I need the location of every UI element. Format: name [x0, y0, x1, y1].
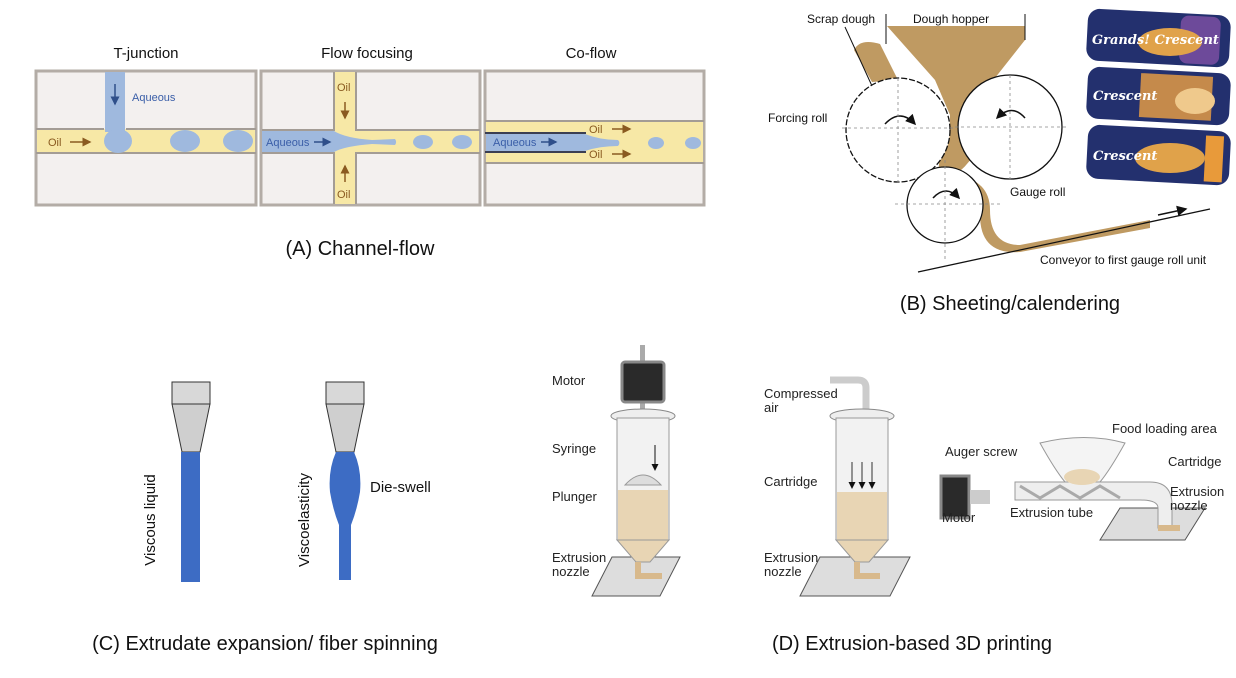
- co-flow-title: Co-flow: [566, 45, 617, 62]
- t-junction-diagram: Aqueous Oil: [34, 69, 258, 207]
- viscous-liquid-label: Viscous liquid: [142, 474, 159, 565]
- viscoelastic-nozzle: [325, 381, 365, 580]
- viscoelasticity-label: Viscoelasticity: [296, 473, 313, 567]
- panel-b-caption: (B) Sheeting/calendering: [900, 293, 1120, 315]
- aqueous-label: Aqueous: [132, 92, 176, 104]
- product-photo-crescent: Crescent: [1086, 124, 1231, 186]
- viscous-extrudate: [181, 452, 200, 582]
- panel-d-3d-printing: Motor Syringe Plunger Extrusion nozzle C…: [552, 345, 1224, 655]
- dough-shape: [887, 26, 1150, 253]
- aqueous-label: Aqueous: [493, 137, 537, 149]
- food-loading-area-label: Food loading area: [1112, 421, 1218, 436]
- aqueous-label: Aqueous: [266, 137, 310, 149]
- die-swell-label: Die-swell: [370, 479, 431, 496]
- logo-text: Crescent: [1093, 89, 1157, 104]
- scrap-dough-shape: [854, 42, 898, 82]
- scrap-dough-label: Scrap dough: [807, 12, 875, 26]
- motor-icon: [620, 360, 666, 404]
- extrusion-nozzle-label-2: nozzle: [764, 564, 802, 579]
- flow-focusing-title: Flow focusing: [321, 45, 413, 62]
- extrusion-nozzle-label-1: Extrusion: [1170, 484, 1224, 499]
- extrusion-nozzle-label-2: nozzle: [552, 564, 590, 579]
- oil-bottom-label: Oil: [589, 149, 602, 161]
- cartridge-label: Cartridge: [764, 474, 817, 489]
- panel-c-extrudate: Viscous liquid Viscoelasticity Die-swell…: [92, 381, 438, 655]
- logo-text: Grands! Crescent: [1092, 33, 1219, 48]
- auger-screw-label: Auger screw: [945, 444, 1018, 459]
- panel-d-caption: (D) Extrusion-based 3D printing: [772, 633, 1052, 655]
- extrusion-nozzle-label-2: nozzle: [1170, 498, 1208, 513]
- oil-top-label: Oil: [589, 124, 602, 136]
- compressed-air-label-1: Compressed: [764, 386, 838, 401]
- syringe-label: Syringe: [552, 441, 596, 456]
- compressed-air-label-2: air: [764, 400, 779, 415]
- extrusion-nozzle-label-1: Extrusion: [552, 550, 606, 565]
- dough-hopper-label: Dough hopper: [913, 12, 989, 26]
- viscous-nozzle: [171, 381, 211, 582]
- plunger-label: Plunger: [552, 489, 597, 504]
- conveyor-line: [917, 208, 1211, 273]
- gauge-roll-label: Gauge roll: [1010, 185, 1065, 199]
- forcing-roll: [845, 77, 951, 183]
- extrusion-nozzle-label-1: Extrusion: [764, 550, 818, 565]
- oil-bottom-label: Oil: [337, 189, 350, 201]
- oil-label: Oil: [48, 137, 61, 149]
- pneumatic-printer: Compressed air Cartridge Extrusion nozzl…: [764, 376, 911, 597]
- conveyor-arrow: [1157, 205, 1188, 217]
- panel-c-caption: (C) Extrudate expansion/ fiber spinning: [92, 633, 438, 655]
- flow-focusing-diagram: Aqueous Oil Oil: [259, 69, 482, 207]
- panel-a-channel-flow: T-junction Flow focusing Co-flow Aqueous…: [34, 45, 706, 260]
- cartridge-label: Cartridge: [1168, 454, 1221, 469]
- motor-label: Motor: [552, 373, 586, 388]
- forcing-roll-label: Forcing roll: [768, 111, 827, 125]
- logo-text: Crescent: [1093, 149, 1157, 164]
- scrap-chute-line: [844, 26, 873, 87]
- co-flow-diagram: Aqueous Oil Oil: [483, 69, 706, 207]
- product-photo-grands-crescent: Grands! Crescent: [1086, 8, 1231, 68]
- motor-label: Motor: [942, 510, 976, 525]
- product-photo-crescent-recipe: Crescent: [1086, 66, 1231, 126]
- piston-printer: Motor Syringe Plunger Extrusion nozzle: [552, 345, 681, 597]
- motor-icon: [939, 474, 971, 520]
- conveyor-label: Conveyor to first gauge roll unit: [1040, 253, 1207, 267]
- die-swell-extrudate: [329, 452, 361, 580]
- panel-a-caption: (A) Channel-flow: [286, 238, 436, 260]
- t-junction-title: T-junction: [113, 45, 178, 62]
- extrusion-tube-label: Extrusion tube: [1010, 505, 1093, 520]
- screw-printer: Food loading area Auger screw Cartridge …: [939, 421, 1224, 541]
- roll-axes: [842, 75, 1068, 262]
- oil-top-label: Oil: [337, 82, 350, 94]
- panel-b-sheeting: Scrap dough Dough hopper Forcing roll Ga…: [768, 8, 1231, 315]
